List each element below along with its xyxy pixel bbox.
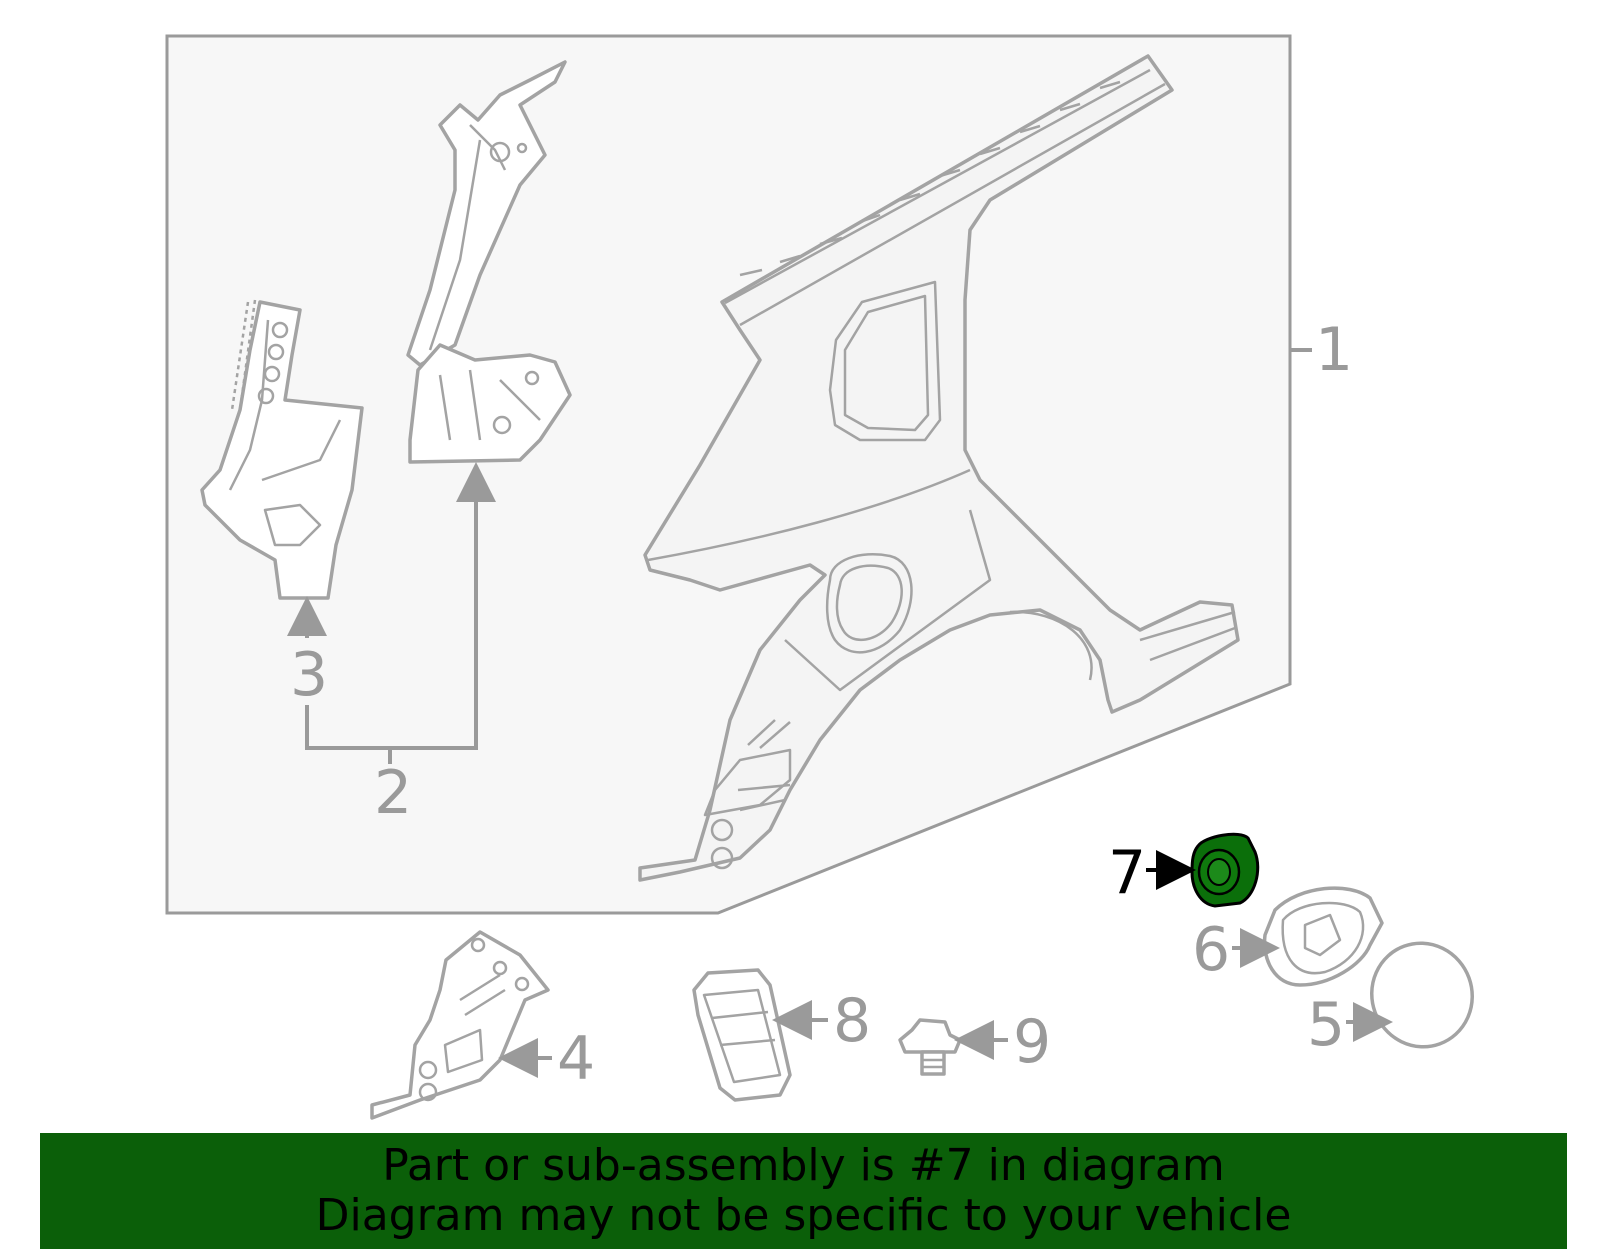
part-1-quarter-panel[interactable] xyxy=(638,54,1240,882)
part-6-fuel-door-housing[interactable] xyxy=(1262,886,1384,987)
callout-2: 2 xyxy=(374,758,412,828)
part-4-lower-extension[interactable] xyxy=(370,930,550,1120)
part-3-pillar-reinforcement[interactable] xyxy=(200,299,364,600)
callout-5: 5 xyxy=(1307,990,1345,1060)
callout-3: 3 xyxy=(290,640,328,710)
callout-9: 9 xyxy=(1013,1007,1051,1077)
notice-banner: Part or sub-assembly is #7 in diagram Di… xyxy=(40,1133,1567,1249)
part-7-highlighted[interactable] xyxy=(1190,832,1260,908)
callout-8: 8 xyxy=(833,986,871,1056)
part-2-upper-pillar[interactable] xyxy=(406,60,572,464)
part-8-bracket[interactable] xyxy=(692,968,792,1102)
notice-line-disclaimer: Diagram may not be specific to your vehi… xyxy=(315,1190,1292,1241)
notice-line-part: Part or sub-assembly is #7 in diagram xyxy=(382,1140,1225,1191)
callout-7: 7 xyxy=(1108,838,1146,908)
callout-4: 4 xyxy=(557,1024,595,1094)
callout-6: 6 xyxy=(1192,915,1230,985)
callout-1: 1 xyxy=(1315,315,1353,385)
part-5-fuel-door[interactable] xyxy=(1357,929,1487,1061)
part-9-bolt[interactable] xyxy=(898,1018,962,1076)
